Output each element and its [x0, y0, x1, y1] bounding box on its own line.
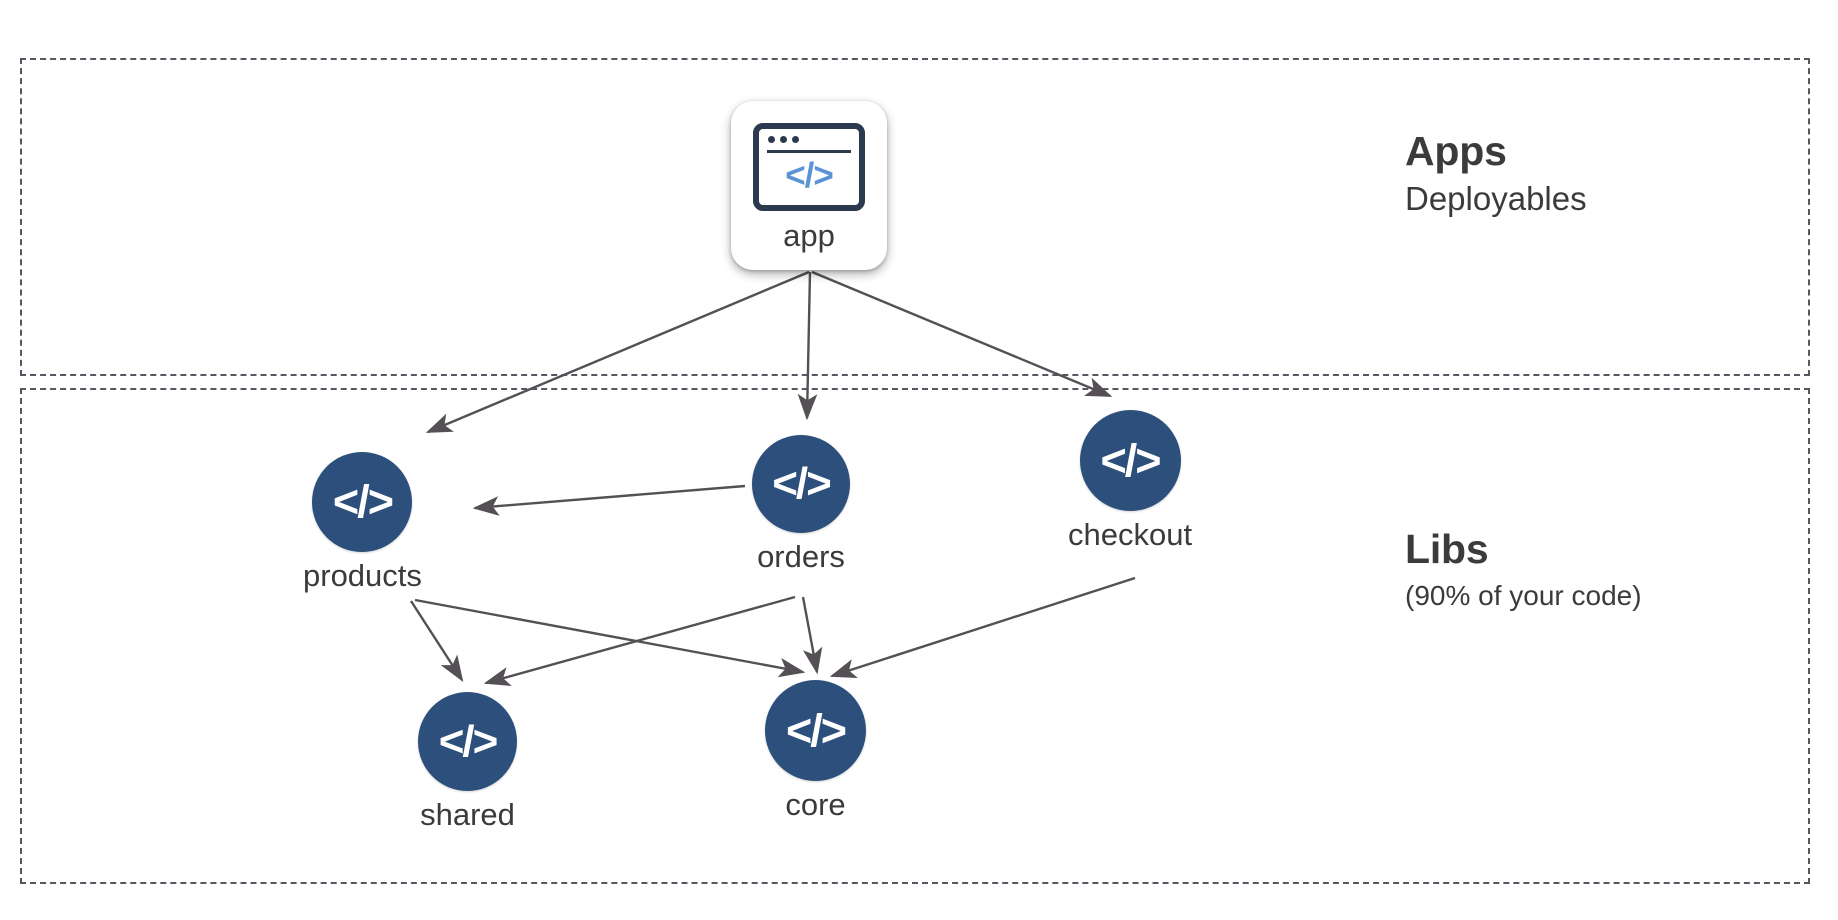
code-icon: </>	[1079, 410, 1181, 511]
code-icon: </>	[765, 680, 866, 781]
node-app[interactable]: </> app	[731, 101, 887, 270]
zone-apps-subtitle: Deployables	[1405, 180, 1587, 218]
node-orders[interactable]: </> orders	[752, 435, 850, 574]
zone-apps-legend: Apps Deployables	[1405, 128, 1587, 219]
browser-code-icon: </>	[753, 123, 865, 211]
node-app-label: app	[783, 218, 835, 253]
node-orders-label: orders	[757, 539, 845, 574]
zone-apps-title: Apps	[1405, 128, 1507, 174]
node-shared[interactable]: </> shared	[418, 692, 517, 832]
code-icon: </>	[312, 452, 413, 552]
zone-libs-title: Libs	[1405, 526, 1489, 572]
node-core-label: core	[785, 787, 846, 822]
node-checkout-label: checkout	[1068, 517, 1193, 552]
zone-libs-subtitle: (90% of your code)	[1405, 580, 1642, 612]
code-icon: </>	[752, 435, 850, 533]
zone-libs-legend: Libs (90% of your code)	[1405, 526, 1642, 613]
node-shared-label: shared	[420, 797, 515, 832]
node-products-label: products	[303, 558, 422, 593]
node-products[interactable]: </> products	[303, 452, 422, 593]
node-core[interactable]: </> core	[765, 680, 866, 822]
window-titlebar-rule	[767, 150, 851, 153]
code-icon: </>	[418, 692, 517, 791]
zone-libs	[20, 388, 1810, 884]
window-dots-icon	[768, 136, 799, 143]
node-checkout[interactable]: </> checkout	[1068, 410, 1192, 552]
code-glyph: </>	[785, 155, 834, 195]
